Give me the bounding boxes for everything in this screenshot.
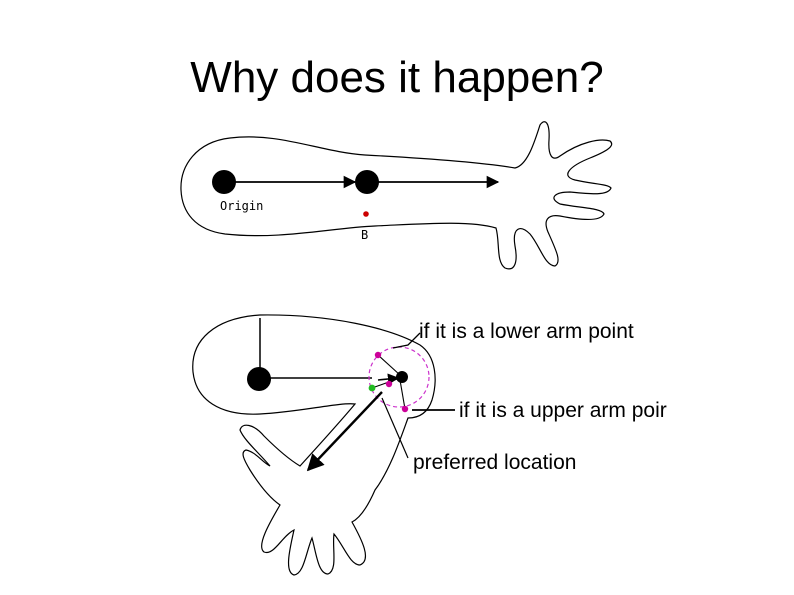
top-origin-label: Origin (220, 199, 263, 213)
bottom-figure: if it is a lower arm point if it is a up… (192, 314, 667, 576)
top-figure-outline (180, 121, 613, 270)
bottom-elbow-to-lower-point (377, 354, 401, 376)
top-figure: Origin B (180, 121, 613, 270)
callout-lower-arm: if it is a lower arm point (419, 320, 634, 343)
upper-arm-point-marker (401, 405, 409, 413)
leader-lower-arm (392, 332, 421, 349)
top-point-b-marker (363, 211, 369, 217)
callout-upper-arm: if it is a upper arm poir (459, 399, 667, 422)
top-origin-joint (212, 170, 236, 194)
bottom-to-hand-arrow (306, 391, 383, 472)
top-mid-joint (355, 170, 379, 194)
preferred-location-marker (368, 384, 376, 392)
bottom-forearm-arrow (377, 373, 400, 385)
lower-arm-point-marker (374, 351, 382, 359)
bottom-upper-arm-line (259, 318, 372, 379)
bottom-figure-outline (192, 314, 436, 576)
bottom-origin-joint (247, 367, 271, 391)
top-point-b-label: B (361, 228, 368, 242)
magenta-mid-marker (385, 380, 393, 388)
callout-preferred: preferred location (413, 451, 576, 474)
leader-preferred (381, 397, 409, 459)
slide-title: Why does it happen? (190, 53, 604, 102)
bottom-elbow-to-upper-point (399, 379, 406, 410)
